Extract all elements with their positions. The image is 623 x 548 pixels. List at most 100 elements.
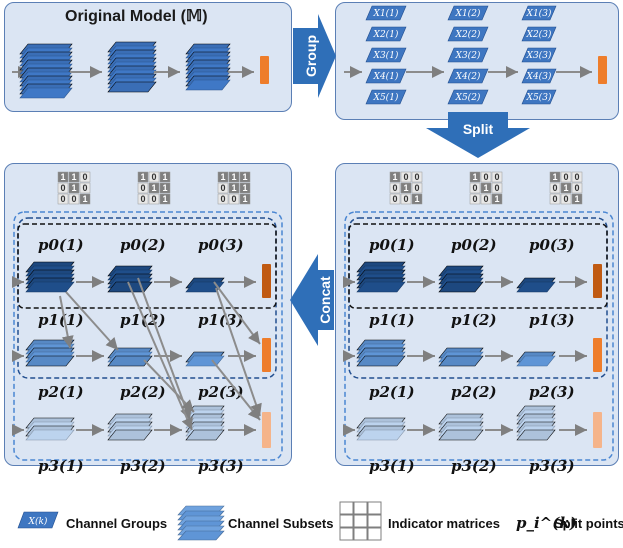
split-matrix-1-cell [411, 171, 423, 183]
split-row1-stack-3 [516, 355, 556, 367]
split-row2-stack-2 [438, 429, 484, 441]
concat-split-label-r2c1: p2(2) [120, 383, 166, 401]
split-split-label-r2c2: p2(3) [529, 383, 575, 401]
split-matrix-2-cell-value: 0 [472, 194, 477, 204]
split-split-label-r1c0: p1(1) [369, 311, 415, 329]
legend-indicator-cell [353, 527, 368, 541]
concat-row1-stack-1 [25, 355, 75, 367]
concat-matrix-3-cell [217, 182, 229, 194]
legend-split-points: Split points [554, 516, 623, 531]
split-matrix-2-cell [480, 171, 492, 183]
group-glyph-col1-0 [365, 5, 407, 21]
concat-matrix-2-cell [159, 193, 171, 205]
split-matrix-1-cell-value: 0 [414, 172, 419, 182]
concat-cross-8 [59, 295, 74, 349]
split-matrix-3-cell [571, 171, 583, 183]
concat-dashed-inner [17, 223, 277, 309]
concat-matrix-3-cell-value: 1 [242, 172, 247, 182]
split-matrix-1-cell [389, 171, 401, 183]
concat-row2-stack-3 [185, 429, 225, 441]
split-arrow-label: Split [463, 121, 494, 137]
split-matrix-1-cell-value: 0 [392, 183, 397, 193]
split-split-label-r1c2: p1(3) [529, 311, 575, 329]
split-matrix-3-cell [571, 182, 583, 194]
concat-cross-7 [211, 359, 261, 421]
legend-indicator-cell [353, 514, 368, 528]
concat-row1-stack-2 [107, 355, 153, 367]
split-matrix-2-cell-value: 0 [494, 183, 499, 193]
split-matrix-2-cell [491, 182, 503, 194]
split-matrix-1-cell-value: 1 [414, 194, 419, 204]
split-split-label-r0c1: p0(2) [451, 236, 497, 254]
concat-matrix-2-cell-value: 1 [162, 172, 167, 182]
group-arrow [293, 14, 336, 98]
concat-matrix-2-cell-value: 0 [151, 194, 156, 204]
split-matrix-1-cell-value: 0 [403, 172, 408, 182]
concat-matrix-2-cell-value: 1 [162, 183, 167, 193]
group-glyph-col1-3 [365, 68, 407, 84]
orig-output [260, 56, 269, 84]
legend-channel-groups: Channel Groups [66, 516, 168, 531]
group-arrow-label: Group [303, 35, 319, 77]
concat-matrix-3-cell-value: 1 [242, 194, 247, 204]
concat-matrix-1-cell-value: 1 [71, 183, 76, 193]
concat-matrix-1-cell-value: 0 [60, 194, 65, 204]
split-matrix-2-cell-value: 1 [494, 194, 499, 204]
legend-indicator-matrices: Indicator matrices [388, 516, 500, 531]
split-row0-stack-3 [516, 281, 556, 293]
group-glyph-label-col1-1: X2(1) [373, 29, 399, 40]
concat-matrix-1-cell-value: 0 [71, 194, 76, 204]
concat-cross-5 [213, 281, 261, 345]
concat-cross-6 [215, 287, 262, 417]
legend-channel-subsets: Channel Subsets [228, 516, 334, 531]
group-glyph-col3-4 [521, 89, 557, 105]
concat-matrix-1-cell [57, 182, 69, 194]
legend-indicator-cell [339, 501, 354, 515]
orig-stack-1 [19, 87, 73, 99]
concat-matrix-3-cell-value: 1 [231, 183, 236, 193]
split-matrix-1-cell-value: 0 [414, 183, 419, 193]
group-glyph-label-col3-0: X1(3) [526, 8, 552, 19]
split-matrix-1-cell-value: 1 [392, 172, 397, 182]
split-split-label-r2c0: p2(1) [369, 383, 415, 401]
split-matrix-3-cell-value: 0 [574, 172, 579, 182]
split-matrix-3-cell-value: 1 [552, 172, 557, 182]
split-matrix-1-cell-value: 1 [403, 183, 408, 193]
concat-matrix-1-cell-value: 0 [60, 183, 65, 193]
concat-matrix-1-cell [68, 171, 80, 183]
group-glyph-label-col1-4: X5(1) [373, 92, 399, 103]
legend-indicator-cell [353, 501, 368, 515]
concat-matrix-2-cell-value: 1 [140, 172, 145, 182]
split-matrix-2-cell [491, 193, 503, 205]
concat-matrix-3-cell [228, 193, 240, 205]
concat-matrix-2-cell-value: 0 [140, 194, 145, 204]
split-matrix-2-cell [480, 182, 492, 194]
concat-matrix-2-cell [137, 182, 149, 194]
concat-split-label-r1c2: p1(3) [198, 311, 244, 329]
grp-output [598, 56, 607, 84]
legend-channel-subset-layer [177, 530, 225, 541]
concat-matrix-3-cell [228, 171, 240, 183]
split-split-label-r2c1: p2(2) [451, 383, 497, 401]
concat-matrix-3-cell [217, 193, 229, 205]
split-matrix-1-cell [411, 182, 423, 194]
concat-matrix-3-cell-value: 0 [220, 194, 225, 204]
split-row2-stack-1 [356, 429, 406, 441]
concat-matrix-3-cell-value: 0 [220, 183, 225, 193]
legend-channel-group-glyph-label: X(k) [28, 516, 48, 527]
split-matrix-3-cell [560, 182, 572, 194]
split-matrix-2-cell-value: 1 [483, 183, 488, 193]
orig-stack-2 [107, 81, 157, 93]
concat-row2-stack-2 [107, 429, 153, 441]
split-row1-output [593, 338, 602, 372]
split-matrix-1-cell-value: 0 [403, 194, 408, 204]
split-matrix-3-cell [549, 171, 561, 183]
group-glyph-col3-0 [521, 5, 557, 21]
split-matrix-3-cell-value: 0 [563, 194, 568, 204]
concat-matrix-1-cell [79, 182, 91, 194]
split-matrix-2-cell [491, 171, 503, 183]
split-row1-stack-1 [356, 355, 406, 367]
concat-matrix-3-cell [239, 193, 251, 205]
split-matrix-3-cell-value: 0 [574, 183, 579, 193]
